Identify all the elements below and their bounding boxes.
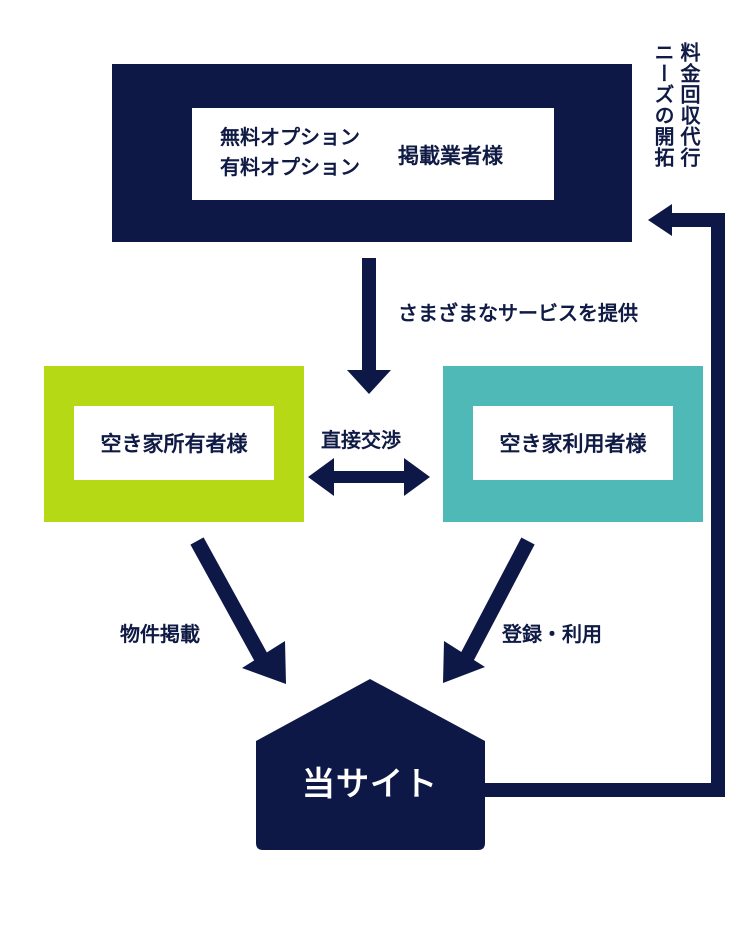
site-house [256,679,485,850]
negotiation-arrow [308,458,430,496]
option-list: 無料オプション 有料オプション [220,122,360,182]
feedback-arrow [485,204,725,797]
owner-box: 空き家所有者様 [44,366,304,522]
user-inner: 空き家利用者様 [473,406,673,480]
fee-collection-text: 料金回収代行 [677,42,701,168]
provide-services-label: さまざまなサービスを提供 [398,301,638,325]
owner-inner: 空き家所有者様 [74,406,274,480]
listing-arrow [190,537,286,684]
register-use-label: 登録・利用 [502,622,602,646]
free-option-label: 無料オプション [220,125,360,149]
listing-company-label: 掲載業者様 [398,144,503,168]
paid-option-label: 有料オプション [220,155,360,179]
register-arrow [443,537,535,683]
listing-company-box: 無料オプション 有料オプション 掲載業者様 [112,64,632,242]
direct-negotiation-label: 直接交渉 [321,428,401,452]
property-listing-label: 物件掲載 [120,622,200,646]
owner-label: 空き家所有者様 [100,432,248,456]
user-box: 空き家利用者様 [443,366,703,522]
user-label: 空き家利用者様 [499,432,647,456]
site-label: 当サイト [302,764,438,803]
listing-company-inner: 無料オプション 有料オプション 掲載業者様 [192,108,554,200]
provide-arrow [347,258,391,394]
needs-development-text: ニーズの開拓 [651,42,675,168]
